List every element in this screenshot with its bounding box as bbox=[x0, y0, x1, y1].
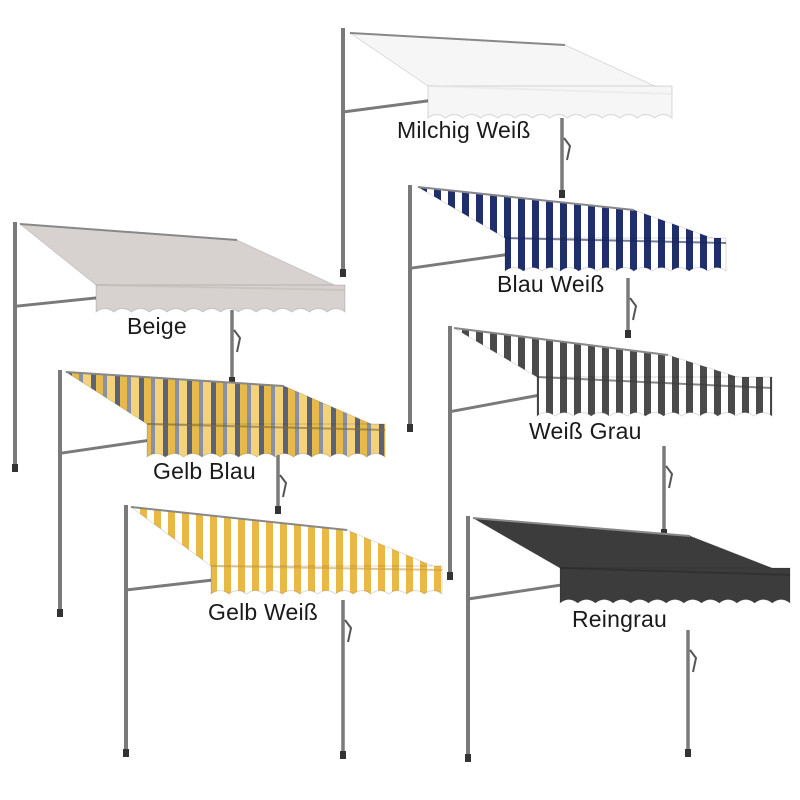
awning-3 bbox=[57, 370, 386, 617]
label-gelb-blau: Gelb Blau bbox=[153, 458, 256, 484]
awning-6 bbox=[465, 516, 791, 762]
awning-5 bbox=[123, 505, 443, 759]
awning-0 bbox=[340, 28, 673, 277]
label-gelb-weiss: Gelb Weiß bbox=[208, 599, 319, 625]
awning-4 bbox=[447, 326, 773, 580]
awning-2 bbox=[407, 185, 727, 432]
awning-1 bbox=[12, 222, 346, 472]
label-reingrau: Reingrau bbox=[572, 606, 667, 632]
label-milchig-weiss: Milchig Weiß bbox=[397, 117, 531, 143]
awnings-layer bbox=[12, 28, 791, 762]
label-weiss-grau: Weiß Grau bbox=[529, 418, 642, 444]
label-beige: Beige bbox=[127, 313, 187, 339]
label-blau-weiss: Blau Weiß bbox=[497, 271, 605, 297]
